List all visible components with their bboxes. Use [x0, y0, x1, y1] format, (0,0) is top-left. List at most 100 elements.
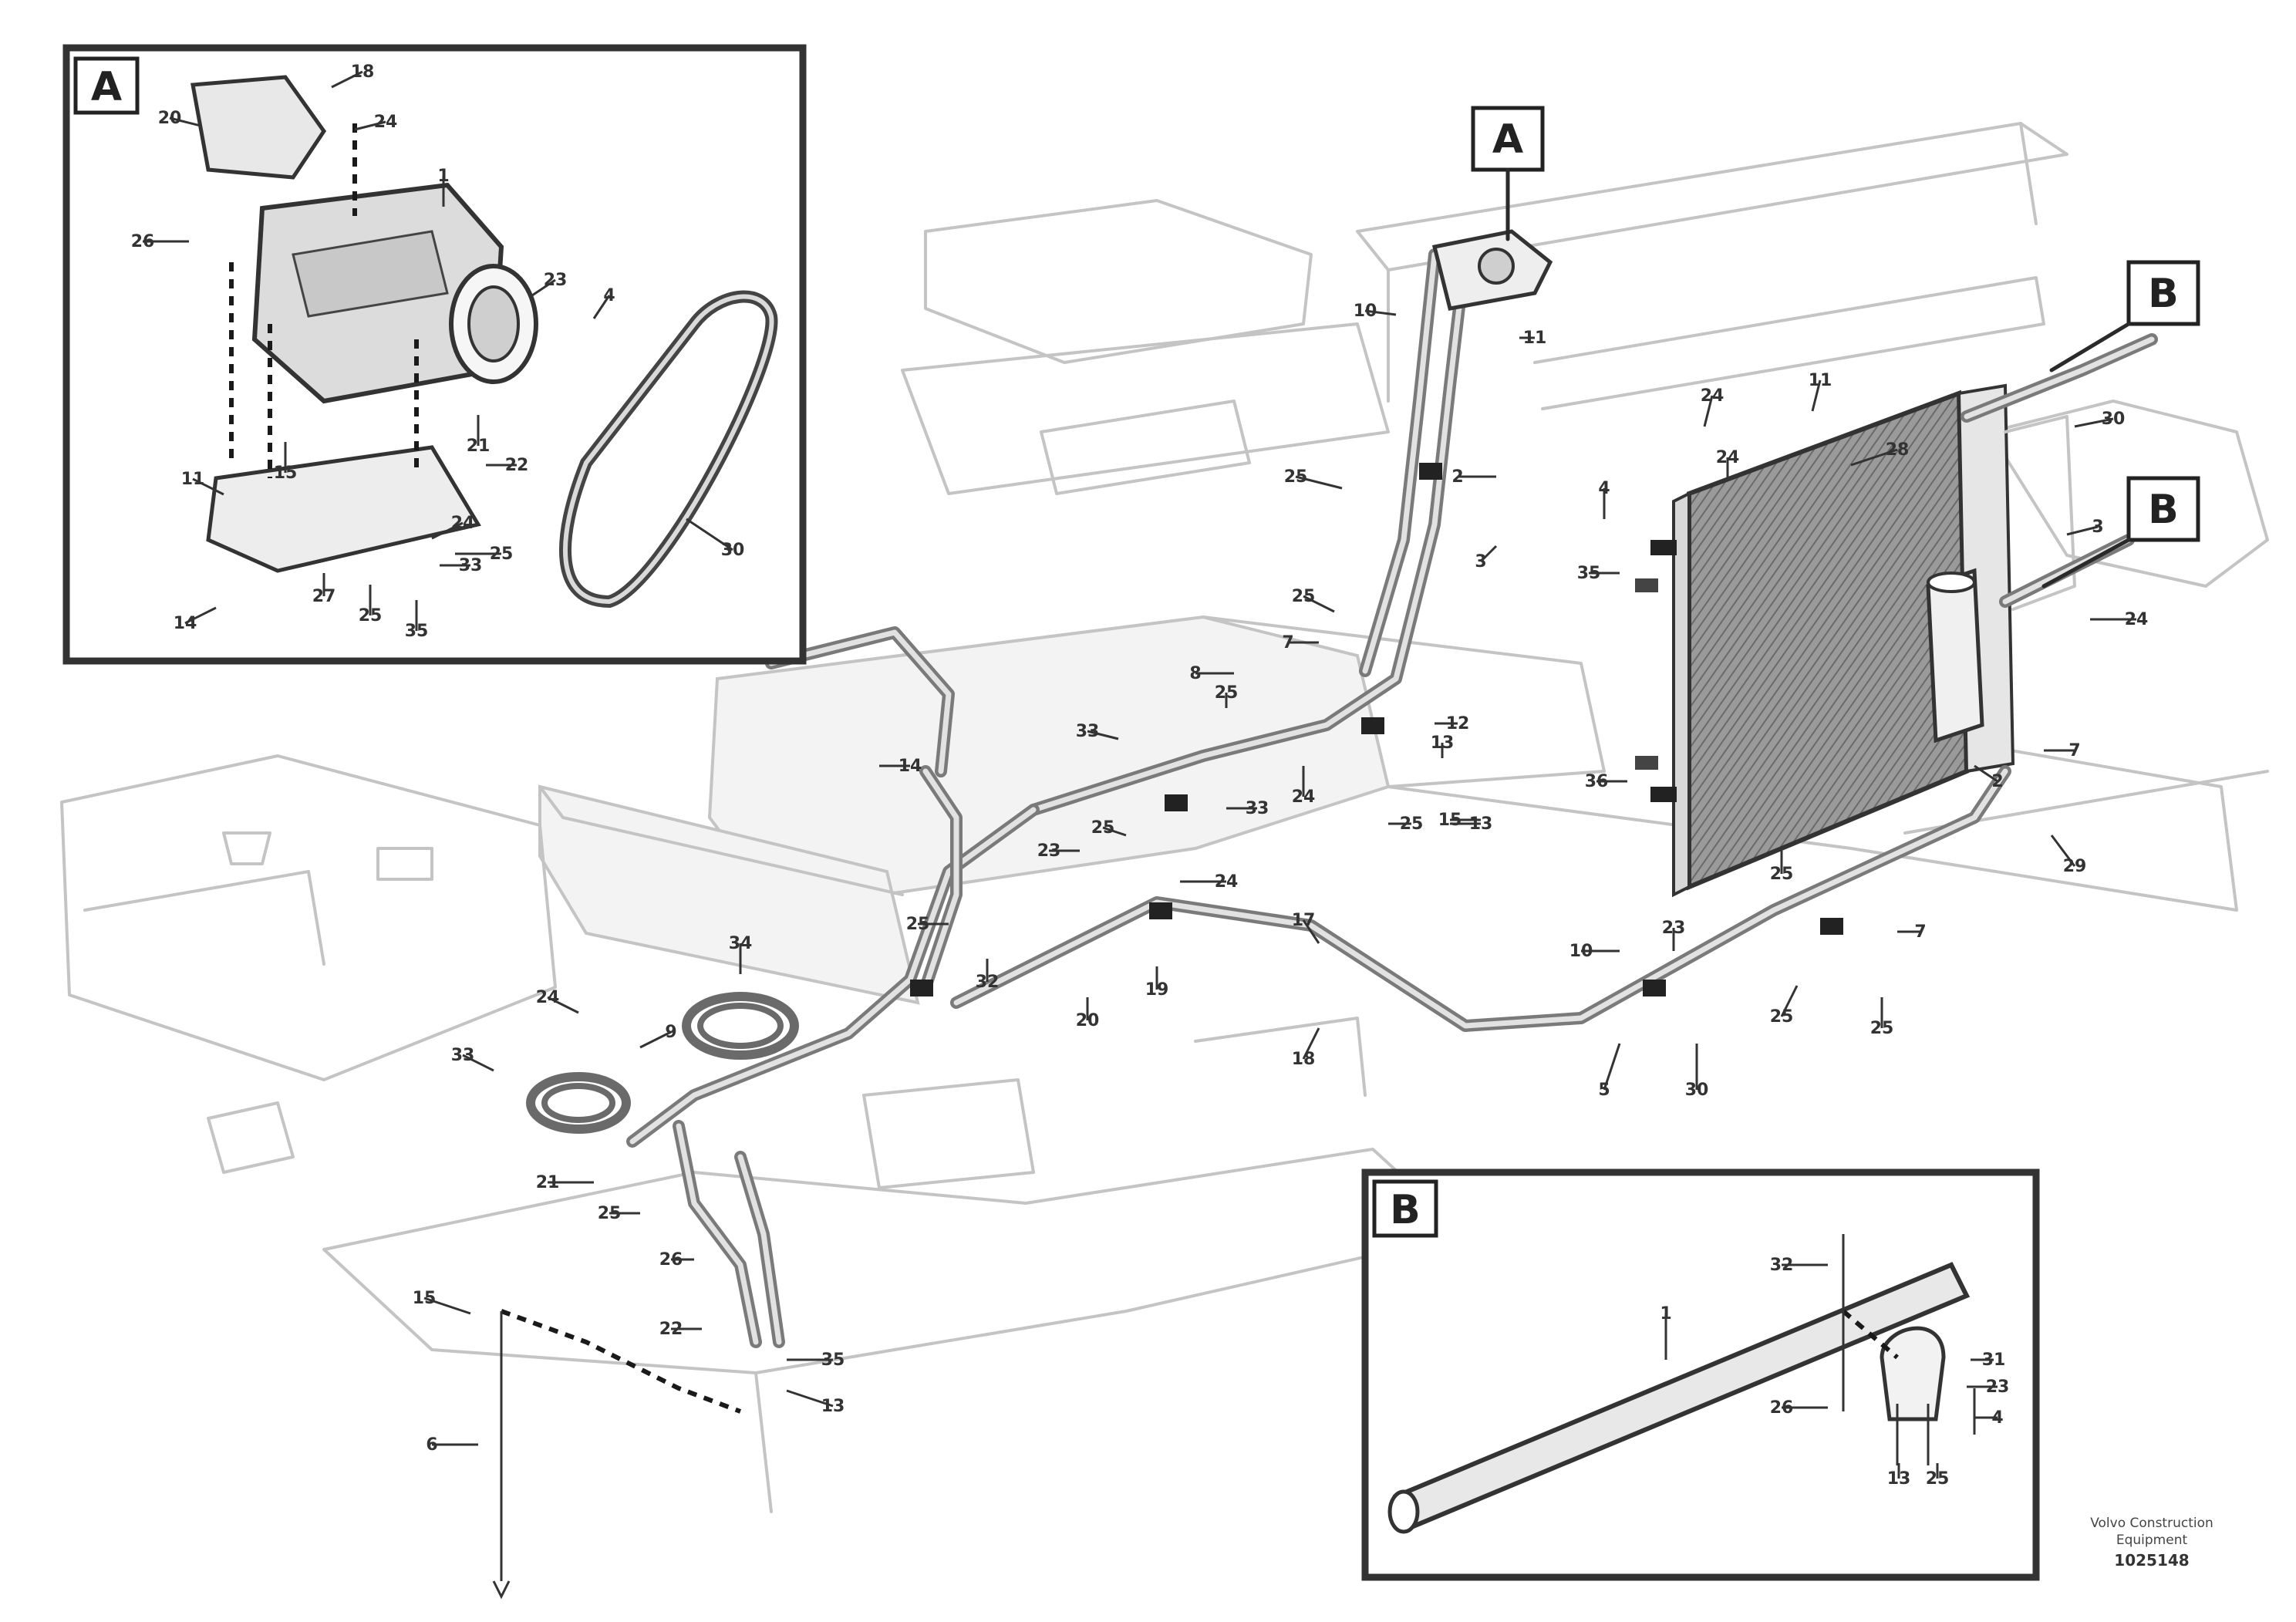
callout-25: 25: [1091, 818, 1115, 838]
callout-25: 25: [1284, 467, 1308, 487]
callout-25: 25: [359, 606, 383, 626]
callout-18: 18: [351, 62, 375, 82]
reference-block: Volvo Construction Equipment 1025148: [2090, 1516, 2213, 1570]
callout-4: 4: [603, 286, 615, 305]
callout-4: 4: [1598, 479, 1610, 498]
callout-25: 25: [1400, 814, 1424, 834]
callout-26: 26: [1770, 1398, 1794, 1418]
callout-leader: [423, 1297, 471, 1315]
callout-leader: [1295, 475, 1343, 490]
callout-leader: [431, 521, 464, 540]
callout-leader: [1302, 1027, 1320, 1060]
callout-leader: [331, 70, 363, 89]
main-callouts: 1011241130253224425712158253333242523242…: [413, 302, 2149, 1455]
callout-leader: [1603, 1043, 1621, 1091]
callout-23: 23: [1037, 841, 1061, 861]
callout-7: 7: [1282, 633, 1293, 653]
callout-24: 24: [1701, 386, 1725, 406]
callout-3: 3: [2092, 518, 2103, 537]
callout-2: 2: [1451, 467, 1463, 487]
callout-34: 34: [729, 934, 753, 953]
callout-1: 1: [1660, 1304, 1671, 1324]
callout-6: 6: [426, 1435, 437, 1455]
callout-leader: [1974, 764, 1998, 783]
callout-15: 15: [413, 1289, 437, 1308]
view-tag-b-lower: B: [2041, 476, 2200, 588]
callout-leader: [2066, 525, 2099, 536]
callout-2: 2: [1991, 772, 2003, 791]
callout-24: 24: [1716, 448, 1740, 467]
compressor-mount-a: [1431, 229, 1553, 311]
callout-17: 17: [1292, 911, 1316, 930]
callout-24: 24: [451, 514, 475, 533]
callout-22: 22: [659, 1320, 683, 1339]
callout-30: 30: [721, 541, 745, 560]
callout-23: 23: [1662, 919, 1686, 938]
inset-a-label: A: [91, 64, 122, 110]
view-tag-b-lower-label: B: [2148, 487, 2179, 533]
callout-leader: [786, 1389, 834, 1408]
callout-8: 8: [1189, 664, 1201, 683]
callout-29: 29: [2063, 857, 2087, 876]
callout-leader: [639, 1030, 672, 1049]
callout-25: 25: [906, 915, 930, 934]
callout-24: 24: [374, 113, 398, 132]
callout-25: 25: [490, 545, 514, 564]
callout-leader: [169, 116, 201, 127]
hose-clamps: [910, 463, 1843, 996]
callout-20: 20: [1076, 1011, 1100, 1030]
callout-26: 26: [659, 1250, 683, 1270]
callout-leader: [1850, 448, 1898, 467]
callout-19: 19: [1145, 980, 1169, 1000]
callout-13: 13: [1431, 733, 1455, 753]
callout-leader: [1811, 379, 1822, 412]
callout-leader: [2074, 417, 2114, 428]
view-tag-b-upper: B: [2049, 260, 2200, 373]
callout-leader: [1102, 826, 1127, 837]
callout-9: 9: [665, 1023, 676, 1042]
callout-23: 23: [1986, 1378, 2010, 1397]
callout-leader: [592, 295, 611, 319]
callout-22: 22: [505, 456, 529, 475]
callout-14: 14: [899, 757, 922, 776]
reference-line-2: Equipment: [2116, 1533, 2188, 1548]
callout-25: 25: [1926, 1469, 1950, 1489]
callout-11: 11: [1523, 329, 1547, 348]
callout-33: 33: [459, 556, 483, 575]
reference-line-1: Volvo Construction: [2090, 1516, 2213, 1531]
callout-36: 36: [1585, 772, 1609, 791]
callout-leader: [184, 606, 217, 625]
callout-33: 33: [1246, 799, 1269, 818]
callout-32: 32: [976, 973, 1000, 992]
callout-leader: [1364, 309, 1397, 316]
callout-25: 25: [598, 1204, 622, 1223]
callout-leader: [192, 477, 224, 496]
callout-leader: [354, 120, 386, 131]
callout-18: 18: [1292, 1050, 1316, 1069]
inset-b-label: B: [1390, 1187, 1421, 1233]
callout-leader: [1087, 730, 1119, 740]
condenser-unit: [1672, 383, 2076, 898]
callout-24: 24: [2125, 610, 2149, 629]
callout-27: 27: [312, 587, 336, 606]
callout-1: 1: [437, 167, 449, 186]
callout-25: 25: [1870, 1019, 1894, 1038]
callout-32: 32: [1770, 1256, 1794, 1275]
callout-24: 24: [1292, 787, 1316, 807]
callout-25: 25: [1215, 683, 1239, 703]
callout-33: 33: [451, 1046, 475, 1065]
callout-14: 14: [174, 614, 197, 633]
callout-28: 28: [1886, 440, 1910, 460]
callout-13: 13: [821, 1397, 845, 1416]
callout-35: 35: [1577, 564, 1601, 583]
callout-leader: [1303, 595, 1335, 613]
callout-23: 23: [544, 271, 568, 290]
callout-24: 24: [536, 988, 560, 1007]
callout-4: 4: [1991, 1408, 2003, 1428]
callout-31: 31: [1982, 1351, 2006, 1370]
callout-11: 11: [181, 470, 205, 489]
